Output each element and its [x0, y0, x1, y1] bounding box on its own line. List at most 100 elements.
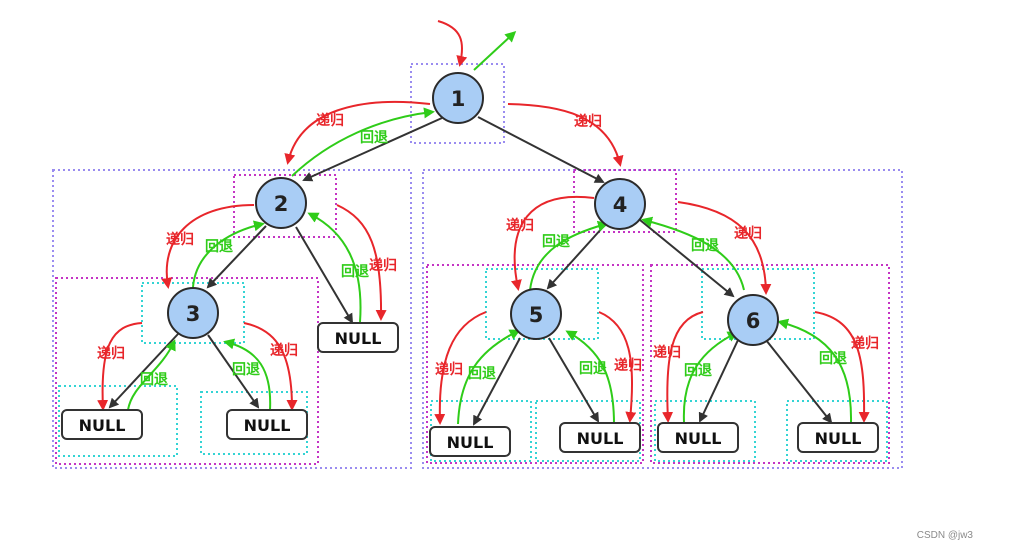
recurse-label-4-6: 递归: [734, 225, 762, 242]
box-null-3L: [58, 385, 178, 457]
node-4: 4: [594, 178, 646, 230]
recurse-label-2-null: 递归: [369, 257, 397, 274]
backtrack-label-nullR-6: 回退: [819, 351, 847, 367]
recurse-arrow-5-nullR: [598, 311, 637, 423]
recurse-label-3-nullR: 递归: [270, 342, 298, 359]
recurse-label-4-5: 递归: [506, 217, 534, 234]
edge-5-nullR: [548, 337, 600, 423]
box-right-subtree: [422, 169, 903, 469]
backtrack-arrow-2-1: [291, 107, 435, 177]
null-box-5R: NULL: [559, 422, 641, 453]
backtrack-arrows: [127, 30, 853, 425]
backtrack-label-nullL-3: 回退: [140, 372, 168, 388]
node-1: 1: [432, 72, 484, 124]
recurse-arrow-2-null: [336, 204, 387, 321]
backtrack-label-2-1: 回退: [360, 130, 388, 146]
node-1-label: 1: [451, 87, 466, 111]
recurse-arrow-4-6: [677, 201, 772, 295]
node-6: 6: [727, 294, 779, 346]
backtrack-arrow-nullR-3: [223, 338, 272, 411]
region-boxes: [52, 63, 903, 469]
box-node-4: [573, 169, 677, 233]
node-5: 5: [510, 288, 562, 340]
node-3: 3: [167, 287, 219, 339]
null-box-5L: NULL: [429, 426, 511, 457]
node-2: 2: [255, 177, 307, 229]
recurse-label-6-nullR: 递归: [851, 335, 879, 352]
recurse-arrow-top-in: [437, 20, 468, 67]
watermark: CSDN @jw3: [916, 530, 973, 541]
backtrack-arrow-6-4: [641, 216, 745, 291]
edge-5-nullL: [473, 337, 521, 426]
box-subtree-6: [650, 264, 890, 464]
recurse-arrow-3-nullR: [243, 322, 298, 411]
recurse-arrow-1-4: [507, 103, 624, 167]
box-null-6L: [654, 400, 756, 462]
edge-4-6: [639, 219, 735, 298]
recurse-label-2-3: 递归: [166, 231, 194, 248]
edge-6-nullR: [765, 339, 833, 424]
null-box-3L: NULL: [61, 409, 143, 440]
recurse-label-3-nullL: 递归: [97, 345, 125, 362]
recurse-labels: 递归 递归 递归 递归 递归 递归 递归 递归 递归 递归 递归 递归: [97, 112, 879, 378]
null-box-6R: NULL: [797, 422, 879, 453]
backtrack-labels: 回退 回退 回退 回退 回退 回退 回退 回退 回退 回退 回退: [140, 130, 847, 388]
backtrack-label-6-4: 回退: [691, 238, 719, 254]
recurse-arrow-2-3: [161, 204, 255, 289]
null-6R-label: NULL: [815, 429, 862, 448]
null-3L-label: NULL: [79, 416, 126, 435]
box-left-subtree: [52, 169, 412, 469]
node-2-label: 2: [274, 192, 289, 216]
null-2R-label: NULL: [335, 329, 382, 348]
edge-2-nullR: [295, 226, 354, 324]
backtrack-label-nullR-5: 回退: [579, 361, 607, 377]
tree-nodes: 1 2 3 4 5 6: [167, 72, 779, 346]
edge-1-2: [302, 117, 443, 182]
edge-6-nullL: [698, 339, 739, 423]
box-subtree-3: [55, 277, 319, 465]
box-node-5: [485, 268, 599, 340]
edge-4-5: [546, 226, 604, 290]
null-box-2R: NULL: [317, 322, 399, 353]
box-null-6R: [786, 400, 888, 462]
backtrack-arrow-nullR-6: [777, 318, 853, 423]
box-subtree-5: [426, 264, 644, 464]
edge-2-3: [206, 225, 267, 289]
null-box-3R: NULL: [226, 409, 308, 440]
backtrack-label-5-4: 回退: [542, 234, 570, 250]
recurse-arrow-1-2: [284, 100, 431, 165]
backtrack-arrow-nullL-3: [127, 339, 176, 411]
null-3R-label: NULL: [244, 416, 291, 435]
node-5-label: 5: [529, 303, 544, 327]
edge-1-4: [477, 116, 605, 183]
null-box-6L: NULL: [657, 422, 739, 453]
box-null-5R: [535, 400, 641, 462]
recurse-arrows: [97, 20, 870, 425]
backtrack-arrow-top-out: [473, 30, 517, 71]
recurse-label-1-4: 递归: [574, 113, 602, 130]
recurse-label-5-nullR: 递归: [614, 357, 642, 374]
null-leaves: NULL NULL NULL NULL NULL NULL NULL: [61, 322, 879, 457]
null-5R-label: NULL: [577, 429, 624, 448]
backtrack-label-null-2: 回退: [341, 264, 369, 280]
recurse-arrow-4-5: [511, 195, 595, 291]
node-4-label: 4: [613, 193, 628, 217]
backtrack-label-nullL-5: 回退: [468, 366, 496, 382]
backtrack-arrow-nullR-5: [565, 330, 615, 425]
edge-3-nullR: [207, 334, 260, 409]
backtrack-arrow-5-4: [529, 220, 609, 291]
node-3-label: 3: [186, 302, 201, 326]
recurse-arrow-6-nullR: [814, 311, 870, 423]
backtrack-label-3-2: 回退: [205, 239, 233, 255]
backtrack-label-nullR-3: 回退: [232, 362, 260, 378]
node-6-label: 6: [746, 309, 761, 333]
recurse-arrow-3-nullL: [97, 322, 143, 411]
recurse-label-6-nullL: 递归: [653, 344, 681, 361]
recurse-label-5-nullL: 递归: [435, 361, 463, 378]
box-node-6: [701, 268, 815, 340]
backtrack-arrow-3-2: [192, 220, 265, 288]
recurse-arrow-5-nullL: [434, 311, 487, 425]
edge-3-nullL: [108, 333, 179, 409]
null-5L-label: NULL: [447, 433, 494, 452]
